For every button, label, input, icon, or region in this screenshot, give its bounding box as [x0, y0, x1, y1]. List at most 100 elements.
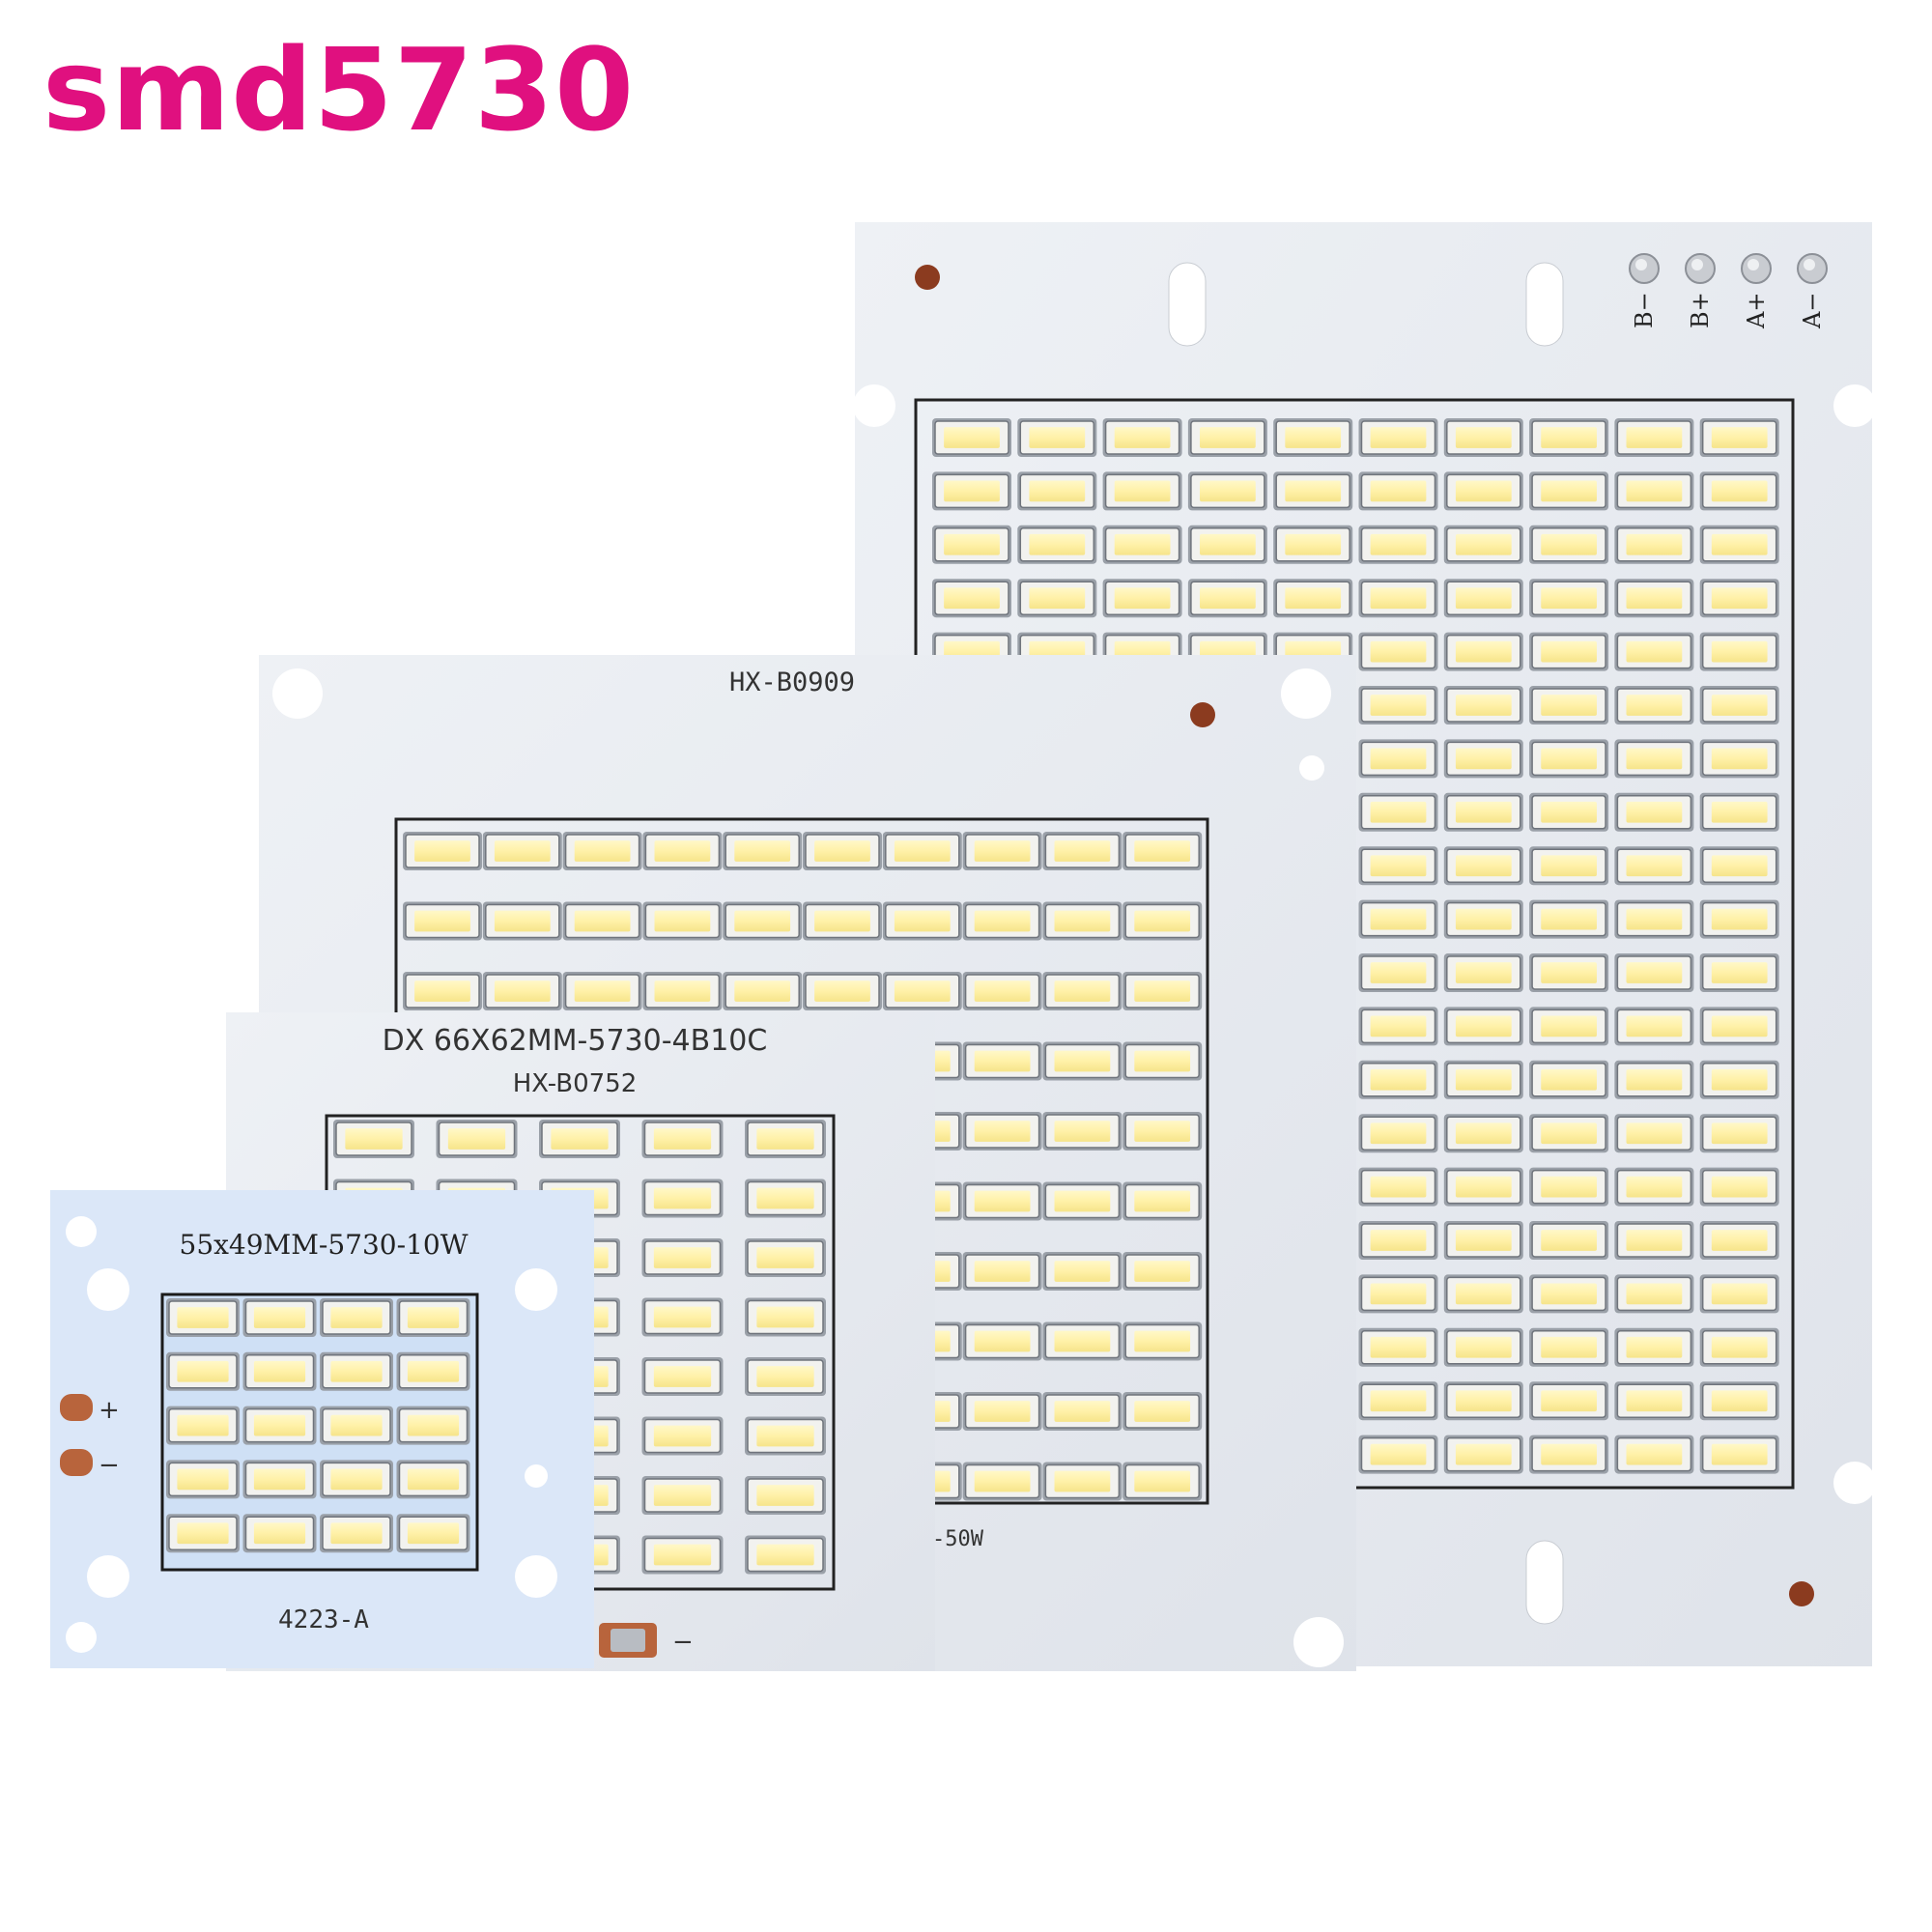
led-chip [562, 901, 642, 941]
led-chip [1614, 1327, 1694, 1367]
led-chip [882, 832, 962, 870]
led-chip [1042, 1112, 1122, 1151]
led-chip [745, 1238, 826, 1277]
led-chip [1358, 1435, 1438, 1474]
led-chip [1273, 579, 1353, 618]
led-chip [745, 1416, 826, 1456]
led-chip [1529, 1221, 1609, 1260]
small-board-spec: DX 66X62MM-5730-4B10C [383, 1024, 768, 1058]
pin-label: B+ [1687, 292, 1714, 328]
led-chip [1699, 471, 1779, 511]
led-chip [1443, 846, 1523, 886]
tiny-led-grid [166, 1298, 470, 1553]
led-chip [1614, 471, 1694, 511]
led-chip [932, 525, 1011, 564]
led-chip [962, 832, 1042, 870]
led-chip [1443, 792, 1523, 832]
led-chip [641, 1357, 724, 1396]
led-chip [1529, 1060, 1609, 1099]
led-chip [803, 972, 882, 1010]
led-chip [1529, 792, 1609, 832]
led-chip [882, 901, 962, 941]
led-chip [1443, 1381, 1523, 1421]
led-chip [1017, 525, 1097, 564]
led-chip [1529, 471, 1609, 511]
led-chip [1042, 1181, 1122, 1221]
led-chip [396, 1406, 470, 1445]
led-chip [1443, 1221, 1523, 1260]
led-chip [962, 1112, 1042, 1151]
led-chip [1443, 525, 1523, 564]
pin-label: A+ [1743, 293, 1770, 329]
led-chip [1699, 1435, 1779, 1474]
led-chip [1443, 1435, 1523, 1474]
led-chip [745, 1535, 826, 1575]
led-chip [932, 418, 1011, 457]
led-chip [1614, 953, 1694, 992]
led-chip [396, 1460, 470, 1499]
led-chip [1358, 1274, 1438, 1314]
led-chip [1699, 792, 1779, 832]
led-chip [642, 972, 723, 1010]
led-chip [403, 832, 482, 870]
led-chip [1699, 1221, 1779, 1260]
led-chip [1122, 1112, 1203, 1151]
led-chip [962, 1321, 1042, 1361]
pin-pad: A− [1797, 253, 1828, 329]
led-chip [1529, 1274, 1609, 1314]
led-chip [1443, 632, 1523, 671]
led-chip [320, 1460, 393, 1499]
led-chip [641, 1476, 724, 1515]
led-chip [1529, 739, 1609, 779]
pin-pad: B+ [1685, 253, 1716, 328]
large-board-pins: B− B+ A+ A− [1629, 253, 1828, 329]
led-chip [641, 1535, 724, 1575]
led-chip [962, 1181, 1042, 1221]
led-chip [1614, 418, 1694, 457]
led-chip [1443, 579, 1523, 618]
led-chip [242, 1351, 317, 1391]
led-chip [1358, 792, 1438, 832]
led-chip [1042, 1252, 1122, 1291]
led-chip [1443, 418, 1523, 457]
led-chip [1358, 1060, 1438, 1099]
led-chip [1699, 1274, 1779, 1314]
led-chip [1614, 1007, 1694, 1046]
led-chip [642, 901, 723, 941]
led-chip [1042, 832, 1122, 870]
led-chip [1614, 1060, 1694, 1099]
led-chip [403, 972, 482, 1010]
led-chip [1443, 1327, 1523, 1367]
tiny-board-pad-plus [60, 1394, 93, 1421]
led-chip [1042, 1321, 1122, 1361]
led-chip [1529, 899, 1609, 939]
led-chip [962, 1392, 1042, 1431]
led-chip [803, 832, 882, 870]
led-chip [1443, 471, 1523, 511]
led-chip [1614, 792, 1694, 832]
led-chip [1042, 901, 1122, 941]
led-chip [1699, 525, 1779, 564]
led-chip [1614, 632, 1694, 671]
led-chip [242, 1406, 317, 1445]
led-chip [1443, 953, 1523, 992]
led-chip [1042, 1462, 1122, 1501]
small-board-pad-label: − [672, 1628, 694, 1657]
pin-pad: B− [1629, 253, 1660, 328]
led-chip [1042, 972, 1122, 1010]
led-chip [641, 1238, 724, 1277]
led-chip [1358, 739, 1438, 779]
medium-board-model: HX-B0909 [729, 668, 855, 697]
led-chip [1358, 1221, 1438, 1260]
led-chip [1358, 1167, 1438, 1207]
led-chip [882, 972, 962, 1010]
led-chip [396, 1298, 470, 1337]
led-chip [1122, 1252, 1203, 1291]
led-chip [1443, 686, 1523, 724]
led-chip [642, 832, 723, 870]
led-chip [562, 832, 642, 870]
led-chip [1273, 525, 1353, 564]
led-chip [539, 1120, 620, 1158]
led-chip [1358, 899, 1438, 939]
tiny-led-board: 55x49MM-5730-10W 4223-A + − [50, 1190, 594, 1668]
